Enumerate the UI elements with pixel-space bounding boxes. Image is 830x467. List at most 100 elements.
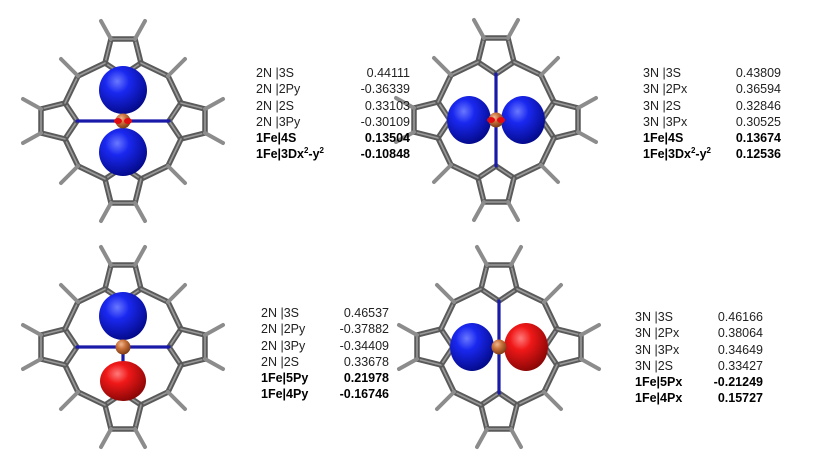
orbital-label: 1Fe|4Px xyxy=(635,391,683,406)
hydrogen-bond xyxy=(579,357,601,371)
bond-highlight xyxy=(480,288,500,302)
bond-highlight xyxy=(167,138,182,167)
coefficient-value: 0.36594 xyxy=(735,82,781,97)
bond-highlight xyxy=(498,392,518,406)
bond-highlight xyxy=(556,358,582,366)
hydrogen-bond xyxy=(397,323,419,337)
hydrogen-bond xyxy=(435,390,456,411)
hydrogen-bond xyxy=(133,427,147,449)
bond-highlight xyxy=(180,102,206,110)
hydrogen-bond xyxy=(99,201,113,223)
bond-highlight xyxy=(413,101,439,109)
coef-row: 2N |3Py-0.30109 xyxy=(256,114,410,130)
hydrogen-bond xyxy=(203,357,225,371)
bond-highlight xyxy=(64,346,78,366)
bond-highlight xyxy=(450,164,479,179)
orbital-label: 2N |2S xyxy=(256,98,294,113)
hydrogen-bond xyxy=(539,163,560,184)
orbital-label: 1Fe|5Px xyxy=(635,375,683,390)
orbital-label: 1Fe|4S xyxy=(256,131,297,146)
hydrogen-bond xyxy=(21,131,43,145)
hydrogen-bond xyxy=(59,57,80,78)
bond-highlight xyxy=(416,328,442,336)
coefficient-value: -0.30109 xyxy=(360,114,410,129)
porphyrin-molecule xyxy=(397,245,601,449)
coefficient-value: 0.46166 xyxy=(717,310,763,324)
dz-ring-right xyxy=(124,118,132,124)
hydrogen-bond xyxy=(509,427,523,449)
iron-atom xyxy=(488,112,504,128)
bond-highlight xyxy=(64,364,79,393)
bond-highlight xyxy=(104,404,112,430)
bond-highlight xyxy=(507,177,515,203)
bond-highlight xyxy=(140,391,169,406)
hydrogen-bond xyxy=(21,323,43,337)
iron-atom xyxy=(491,339,507,355)
bond-highlight xyxy=(453,391,482,406)
orbital-label: 3N |3S xyxy=(635,310,673,324)
bond-highlight xyxy=(453,288,482,303)
bond-highlight xyxy=(480,404,488,430)
orbital-label: 1Fe|5Py xyxy=(261,371,309,386)
orbital-label: 2N |3S xyxy=(261,306,299,320)
bond-highlight xyxy=(134,264,142,290)
superscript: 2 xyxy=(319,146,324,156)
bond-highlight xyxy=(540,74,555,103)
bond-highlight xyxy=(413,131,439,139)
hydrogen-bond xyxy=(472,18,486,40)
bond-highlight xyxy=(64,75,79,104)
superscript: 2 xyxy=(690,146,696,156)
orbital-label: 2N |2Py xyxy=(261,322,306,337)
bond-highlight xyxy=(507,37,515,63)
bond-highlight xyxy=(104,178,112,204)
orbital-label: 2N |2S xyxy=(261,354,299,369)
hydrogen-bond xyxy=(21,97,43,111)
porphyrin-molecule xyxy=(394,18,598,222)
orbital-lobe-left xyxy=(447,96,491,144)
orbital-label: 1Fe|3Dx2-y2 xyxy=(643,146,735,162)
coefficient-value: 0.30525 xyxy=(735,114,781,129)
bond-highlight xyxy=(513,61,542,76)
bond-highlight xyxy=(498,288,518,302)
coef-row: 2N |2S 0.33103 xyxy=(256,98,410,114)
hydrogen-bond xyxy=(542,283,563,304)
bond-highlight xyxy=(516,288,545,303)
hydrogen-bond xyxy=(166,283,187,304)
coef-row: 1Fe|4Py-0.16746 xyxy=(261,386,389,402)
bond-highlight xyxy=(477,37,485,63)
orbital-label: 2N |3S xyxy=(256,66,294,80)
hydrogen-bond xyxy=(475,427,489,449)
porphyrin-molecule xyxy=(21,19,225,223)
coef-row: 2N |2Py -0.37882 xyxy=(261,321,389,337)
bond-highlight xyxy=(104,38,112,64)
coefficient-value: -0.36339 xyxy=(360,82,410,97)
hydrogen-bond xyxy=(472,200,486,222)
bond-highlight xyxy=(495,165,515,179)
hydrogen-bond xyxy=(166,57,187,78)
coefficient-value: 0.33427 xyxy=(717,358,763,373)
hydrogen-bond xyxy=(475,245,489,267)
orbital-lobe-upper xyxy=(99,292,147,340)
bond-highlight xyxy=(168,328,182,348)
hydrogen-bond xyxy=(133,19,147,41)
bond-highlight xyxy=(64,102,78,122)
orbital-lobe-lower xyxy=(100,361,146,401)
coef-row: 3N |3S 0.46166 xyxy=(635,309,763,325)
hydrogen-bond xyxy=(394,96,416,110)
bond-highlight xyxy=(168,120,182,140)
hydrogen-bond xyxy=(21,357,43,371)
coefficient-value: 0.33103 xyxy=(364,98,410,113)
orbital-label: 1Fe|4Py xyxy=(261,387,309,402)
hydrogen-bond xyxy=(579,323,601,337)
bond-highlight xyxy=(516,391,545,406)
bond-highlight xyxy=(450,61,479,76)
coefficient-value: -0.37882 xyxy=(339,322,389,337)
coefficient-value: 0.34649 xyxy=(717,342,763,357)
